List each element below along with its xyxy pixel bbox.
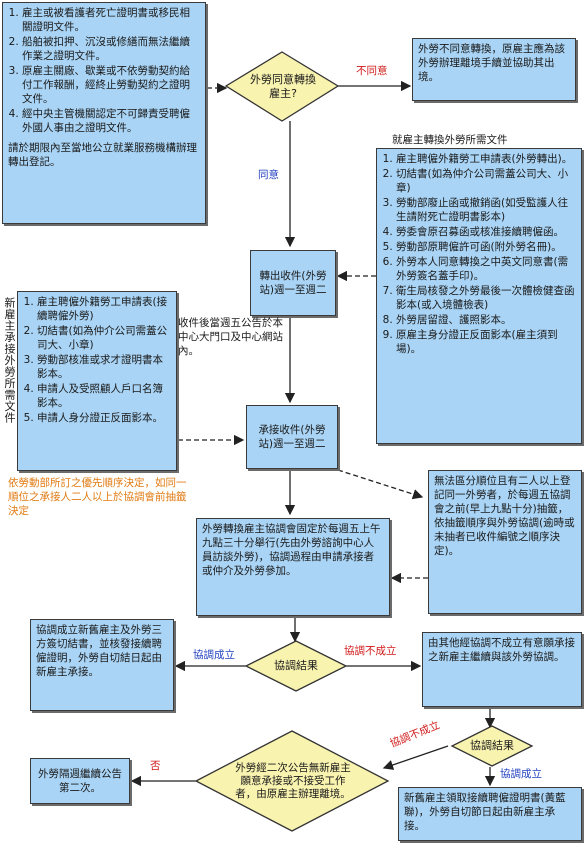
new-doc-item: 勞動部核准或求才證明書本影本。	[37, 353, 171, 381]
arrow-fail-left	[382, 745, 449, 770]
new-doc-item: 申請人及受照顧人戶口名簿影本。	[37, 382, 171, 410]
unavoidable-doc-item: 船舶被扣押、沉沒或修繕而無法繼續作業之證明文件。	[22, 35, 200, 63]
original-doc-item: 外勞本人同意轉換之中英文同意書(需外勞簽名蓋手印)。	[396, 255, 576, 283]
lottery-text: 無法區分順位且有二人以上登記同一外勞者，於每週五協調會之前(早上九點十分)抽籤，…	[434, 475, 575, 557]
success-left-text: 協調成立新舊雇主及外勞三方簽切結書，並核發接續聘僱證明，外勞自切結日起由新雇主承…	[36, 624, 162, 678]
original-doc-item: 衛生局核發之外勞最後一次體檢健查函影本(或入境體檢表)	[396, 284, 576, 312]
success-left-box: 協調成立新舊雇主及外勞三方簽切結書，並核發接續聘僱證明，外勞自切結日起由新雇主承…	[30, 619, 174, 711]
original-employer-docs-title: 就雇主轉換外勞所需文件	[392, 134, 508, 146]
transfer-out-registration-note: 請於期限內至當地公立就業服務機構辦理轉出登記。	[8, 142, 197, 168]
original-doc-item: 原雇主身分證正反面影本(雇主須到場)。	[396, 328, 576, 356]
priority-note: 依勞動部所訂之優先順序決定，如同一順位之承接人二人以上於協調會前抽籤決定	[8, 477, 187, 517]
final-right-box: 新舊雇主領取接續聘僱證明書(黃藍聯)，外勞自切節日起由新雇主承接。	[398, 787, 582, 841]
disagree-outcome-text: 外勞不同意轉換，原雇主應為該外勞辦理離境手續並協助其出境。	[418, 43, 565, 83]
decision1-text: 外勞同意轉換雇主?	[250, 73, 316, 100]
label-success-left: 協調成立	[193, 649, 235, 661]
decision3-diamond	[450, 725, 534, 767]
original-doc-item: 勞動部原聘僱許可函(附外勞名冊)。	[396, 240, 576, 254]
label-success-bottom: 協調成立	[500, 768, 542, 780]
fail-right-text: 由其他經協調不成立有意願承接之新雇主繼續與該外勞協調。	[428, 637, 575, 663]
new-employer-docs-box: 雇主聘僱外籍勞工申請表(接續聘僱外勞) 切結書(如為仲介公司需蓋公司大、小章) …	[17, 291, 177, 471]
decision4-text: 外勞經二次公告無新雇主願意承接或不接受工作者，由原雇主辦理離境。	[235, 761, 351, 800]
accept-receipt-box: 承接收件(外勞站)週一至週二	[246, 405, 338, 469]
after-receipt-note: 收件後當週五公告於本中心大門口及中心網站內。	[178, 317, 283, 357]
unavoidable-doc-item: 雇主或被看護者死亡證明書或移民相關證明文件。	[22, 6, 200, 34]
coordination-meeting-box: 外勞轉換雇主協調會固定於每週五上午九點三十分舉行(先由外勞諮詢中心人員訪談外勞)…	[196, 518, 390, 616]
unavoidable-doc-item: 經中央主管機關認定不可歸責受聘僱外國人事由之證明文件。	[22, 107, 200, 135]
original-doc-item: 外勞居留證、護照影本。	[396, 313, 576, 327]
original-doc-item: 勞委會原召募函或核准接續聘僱函。	[396, 225, 576, 239]
label-fail-right: 協調不成立	[344, 645, 397, 657]
label-agree: 同意	[258, 169, 279, 181]
new-doc-item: 雇主聘僱外籍勞工申請表(接續聘僱外勞)	[37, 295, 171, 323]
original-doc-item: 切結書(如為仲介公司需蓋公司大、小章)	[396, 167, 576, 195]
accept-receipt-text: 承接收件(外勞站)週一至週二	[258, 424, 326, 450]
decision3-text: 協調結果	[470, 739, 514, 752]
new-doc-item: 申請人身分證正反面影本。	[37, 411, 171, 425]
label-no: 否	[150, 760, 161, 772]
coordination-meeting-text: 外勞轉換雇主協調會固定於每週五上午九點三十分舉行(先由外勞諮詢中心人員訪談外勞)…	[202, 523, 381, 577]
label-disagree: 不同意	[356, 65, 388, 77]
transfer-out-receipt-text: 轉出收件(外勞站)週一至週二	[259, 270, 327, 296]
decision2-diamond	[244, 640, 348, 692]
lottery-box: 無法區分順位且有二人以上登記同一外勞者，於每週五協調會之前(早上九點十分)抽籤，…	[428, 470, 582, 614]
new-employer-docs-title: 新雇主承接外勞所需文件	[3, 297, 16, 424]
unavoidable-doc-item: 原雇主關廠、歇業或不依勞動契約給付工作報酬，經終止勞動契約之證明文件。	[22, 64, 200, 106]
original-doc-item: 雇主聘僱外籍勞工申請表(外勞轉出)。	[396, 152, 576, 166]
original-doc-item: 勞動部廢止函或撤銷函(如受監護人往生請附死亡證明書影本)	[396, 196, 576, 224]
disagree-outcome-box: 外勞不同意轉換，原雇主應為該外勞辦理離境手續並協助其出境。	[412, 38, 576, 101]
final-right-text: 新舊雇主領取接續聘僱證明書(黃藍聯)，外勞自切節日起由新雇主承接。	[404, 792, 566, 832]
decision4-diamond	[194, 730, 390, 832]
transfer-out-receipt-box: 轉出收件(外勞站)週一至週二	[250, 250, 336, 316]
unavoidable-cause-docs-box: 雇主或被看護者死亡證明書或移民相關證明文件。 船舶被扣押、沉沒或修繕而無法繼續作…	[2, 2, 206, 224]
final-left-text: 外勞隔週繼續公告第二次。	[38, 768, 122, 794]
fail-right-box: 由其他經協調不成立有意願承接之新雇主繼續與該外勞協調。	[422, 632, 582, 707]
arrow-accept-to-lottery	[337, 469, 424, 500]
original-employer-docs-box: 雇主聘僱外籍勞工申請表(外勞轉出)。 切結書(如為仲介公司需蓋公司大、小章) 勞…	[376, 148, 582, 444]
decision1-diamond	[224, 51, 340, 122]
new-doc-item: 切結書(如為仲介公司需蓋公司大、小章)	[37, 324, 171, 352]
final-left-box: 外勞隔週繼續公告第二次。	[30, 758, 130, 804]
decision2-text: 協調結果	[274, 659, 318, 672]
